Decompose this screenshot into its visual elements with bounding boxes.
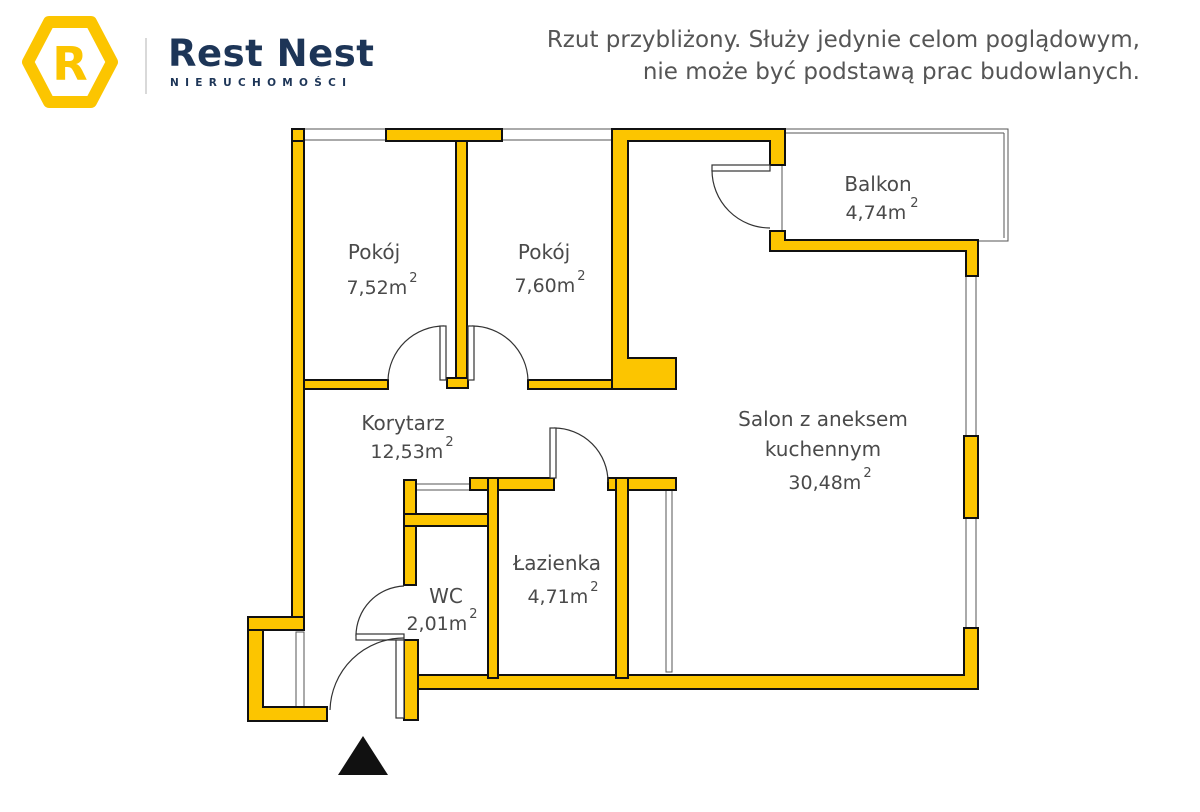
wall-niche-top xyxy=(247,616,305,631)
door-balcony[interactable] xyxy=(711,164,771,229)
brand-name: Rest Nest xyxy=(168,32,375,75)
window-top-room2 xyxy=(499,128,615,141)
header: R Rest Nest NIERUCHOMOŚCI Rzut przybliżo… xyxy=(0,0,1200,110)
wall-divider-foot xyxy=(446,377,469,389)
wall-entry-right xyxy=(403,639,419,721)
entrance-arrow-icon xyxy=(338,736,388,775)
wall-wc-bath-divider xyxy=(487,477,499,679)
brand-logo-icon: R xyxy=(22,16,118,108)
window-right-lower xyxy=(965,517,977,629)
window-right-upper xyxy=(965,275,977,437)
wall-room1-bottom xyxy=(303,379,389,390)
wall-entry-niche xyxy=(247,616,328,722)
wall-outer-top-left xyxy=(291,128,305,142)
room1-name: Pokój xyxy=(348,240,400,264)
brand-separator xyxy=(145,38,147,94)
wall-room-divider xyxy=(455,140,468,389)
brand-logo-letter: R xyxy=(52,37,87,91)
wc-name: WC xyxy=(429,584,463,608)
wall-balcony-bottom xyxy=(769,230,979,277)
brand-subtitle: NIERUCHOMOŚCI xyxy=(170,77,353,89)
door-bathroom[interactable] xyxy=(549,427,609,483)
doors xyxy=(329,164,771,719)
wall-outer-left xyxy=(291,128,305,626)
room2-name: Pokój xyxy=(518,240,570,264)
bathroom-name: Łazienka xyxy=(512,551,601,575)
disclaimer-line-1: Rzut przybliżony. Służy jedynie celom po… xyxy=(546,27,1140,53)
salon-name-line2: kuchennym xyxy=(765,437,881,461)
wall-room2-bottom xyxy=(527,379,619,390)
wall-top-center xyxy=(385,128,503,142)
disclaimer-line-2: nie może być podstawą prac budowlanych. xyxy=(642,59,1140,85)
door-entrance[interactable] xyxy=(329,637,405,719)
wall-bath-top-left xyxy=(469,477,555,491)
window-top-room1 xyxy=(301,128,389,141)
corridor-name: Korytarz xyxy=(361,411,444,435)
wall-wc-top xyxy=(403,513,489,527)
door-room2[interactable] xyxy=(467,325,529,381)
door-wc[interactable] xyxy=(355,585,405,641)
wall-wc-left xyxy=(403,479,417,586)
window-left-lower xyxy=(295,631,305,711)
door-room1[interactable] xyxy=(387,325,447,381)
salon-name-line1: Salon z aneksem xyxy=(738,407,908,431)
disclaimer: Rzut przybliżony. Służy jedynie celom po… xyxy=(500,24,1140,88)
wall-right-middle xyxy=(963,435,979,519)
wall-bath-right xyxy=(615,477,629,679)
closet-front xyxy=(413,483,471,491)
wall-salon-left xyxy=(611,128,786,390)
walls xyxy=(247,128,979,722)
wardrobe-line xyxy=(665,489,673,673)
balcony-name: Balkon xyxy=(844,172,911,196)
